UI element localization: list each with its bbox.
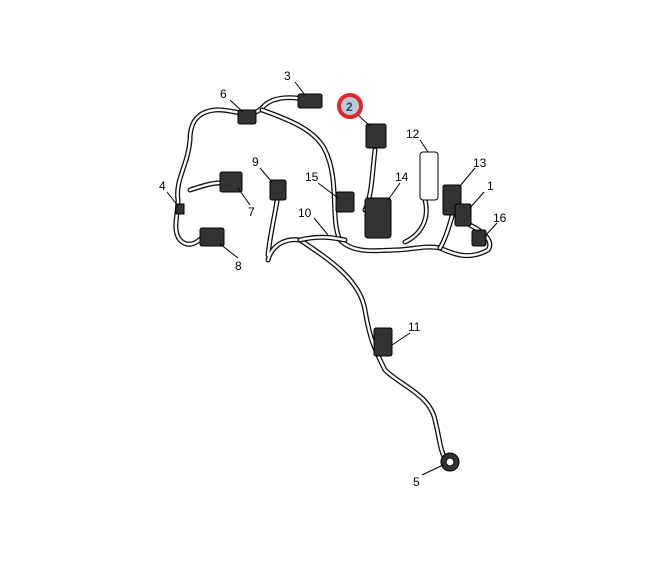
connector-11[interactable] (373, 327, 393, 357)
harness-wires (173, 95, 493, 461)
connector-9[interactable] (269, 179, 287, 201)
connector-12[interactable] (419, 151, 439, 201)
connector-1[interactable] (454, 203, 472, 227)
connector-4[interactable] (175, 203, 185, 215)
callout-labels: 1 2 3 4 5 6 7 8 9 10 11 12 13 14 15 16 (159, 69, 507, 489)
callout-5[interactable]: 5 (413, 475, 420, 489)
leader-lines (166, 81, 498, 476)
callout-2-highlight[interactable]: 2 (337, 93, 363, 119)
callout-13[interactable]: 13 (473, 156, 487, 170)
callout-12[interactable]: 12 (406, 127, 420, 141)
callout-14[interactable]: 14 (395, 170, 409, 184)
connector-14[interactable] (364, 197, 392, 239)
callout-6[interactable]: 6 (220, 87, 227, 101)
connector-8[interactable] (199, 227, 225, 247)
callout-7[interactable]: 7 (248, 205, 255, 219)
callout-9[interactable]: 9 (252, 155, 259, 169)
connector-3[interactable] (297, 93, 323, 109)
callout-4[interactable]: 4 (159, 179, 166, 193)
connector-6[interactable] (237, 109, 257, 125)
callout-3[interactable]: 3 (284, 69, 291, 83)
connectors (175, 93, 487, 472)
callout-1[interactable]: 1 (487, 179, 494, 193)
callout-11[interactable]: 11 (408, 320, 421, 334)
callout-2[interactable]: 2 (346, 100, 353, 114)
callout-15[interactable]: 15 (305, 170, 319, 184)
callout-10[interactable]: 10 (298, 206, 312, 220)
callout-8[interactable]: 8 (235, 259, 242, 273)
connector-7[interactable] (219, 171, 243, 193)
connector-16[interactable] (471, 229, 487, 247)
connector-15[interactable] (335, 191, 355, 213)
callout-16[interactable]: 16 (493, 211, 507, 225)
connector-2[interactable] (365, 123, 387, 149)
